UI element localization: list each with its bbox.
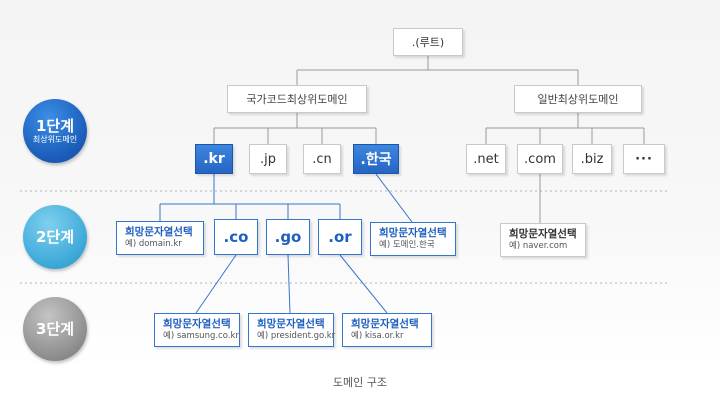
label-title: 희망문자열선택 bbox=[509, 228, 577, 240]
tld-biz-node: .biz bbox=[572, 144, 612, 174]
tld-net-node: .net bbox=[466, 144, 506, 174]
connector-kr bbox=[159, 174, 341, 221]
label-example: 예) kisa.or.kr bbox=[351, 331, 404, 341]
gtld-group-node: 일반최상위도메인 bbox=[514, 85, 642, 113]
label-example: 예) domain.kr bbox=[125, 239, 182, 249]
label-naver-com: 희망문자열선택 예) naver.com bbox=[500, 223, 586, 257]
stage-3-label: 3단계 bbox=[35, 319, 75, 338]
label-title: 희망문자열선택 bbox=[163, 318, 231, 330]
connector-hangul bbox=[375, 173, 413, 223]
label-title: 희망문자열선택 bbox=[379, 227, 447, 239]
tld-cn-node: .cn bbox=[303, 144, 341, 174]
label-samsung-co-kr: 희망문자열선택 예) samsung.co.kr bbox=[154, 313, 240, 347]
tld-more-node: ··· bbox=[623, 144, 665, 174]
label-title: 희망문자열선택 bbox=[351, 318, 419, 330]
connector-cctld bbox=[213, 113, 377, 144]
label-title: 희망문자열선택 bbox=[125, 226, 193, 238]
connector-gtld bbox=[485, 113, 645, 144]
label-example: 예) naver.com bbox=[509, 241, 568, 251]
connector-co bbox=[195, 254, 237, 314]
connector-root bbox=[296, 56, 579, 85]
label-example: 예) president.go.kr bbox=[257, 331, 336, 341]
stage-1-label: 1단계 bbox=[35, 116, 75, 135]
stage-1-sublabel: 최상위도메인 bbox=[32, 134, 78, 144]
label-domain-kr: 희망문자열선택 예) domain.kr bbox=[116, 221, 204, 255]
stage-1-badge: 1단계 최상위도메인 bbox=[23, 99, 87, 163]
tld-com-node: .com bbox=[517, 144, 563, 174]
stage-3-badge: 3단계 bbox=[23, 297, 87, 361]
stage-2-label: 2단계 bbox=[35, 227, 75, 246]
label-example: 예) samsung.co.kr bbox=[163, 331, 239, 341]
label-kisa-or-kr: 희망문자열선택 예) kisa.or.kr bbox=[342, 313, 432, 347]
sld-or-node: .or bbox=[318, 219, 362, 255]
tld-jp-node: .jp bbox=[249, 144, 287, 174]
stage-2-badge: 2단계 bbox=[23, 205, 87, 269]
sld-go-node: .go bbox=[266, 219, 310, 255]
tld-kr-node: .kr bbox=[195, 144, 233, 174]
diagram-caption: 도메인 구조 bbox=[332, 376, 388, 389]
label-hangul-domain: 희망문자열선택 예) 도메인.한국 bbox=[370, 222, 456, 256]
root-node: .(루트) bbox=[393, 28, 463, 56]
sld-co-node: .co bbox=[214, 219, 258, 255]
diagram-background bbox=[0, 0, 720, 370]
tld-hangul-node: .한국 bbox=[353, 144, 399, 174]
connector-or bbox=[339, 254, 388, 314]
cctld-group-node: 국가코드최상위도메인 bbox=[227, 85, 367, 113]
label-president-go-kr: 희망문자열선택 예) president.go.kr bbox=[248, 313, 336, 347]
connector-go bbox=[287, 254, 291, 314]
label-example: 예) 도메인.한국 bbox=[379, 240, 435, 250]
label-title: 희망문자열선택 bbox=[257, 318, 325, 330]
